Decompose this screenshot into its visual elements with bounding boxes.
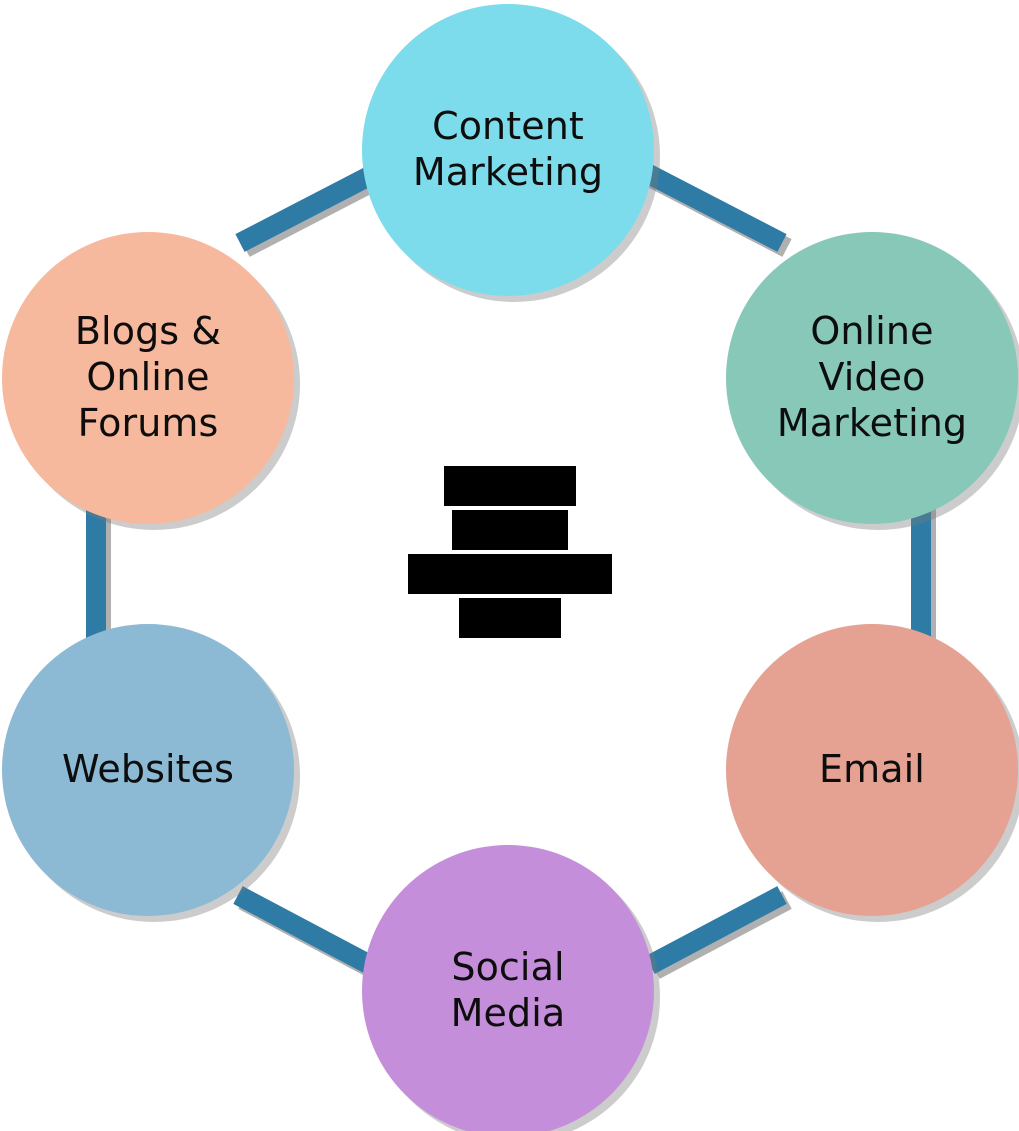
node-label-websites: Websites	[61, 747, 235, 792]
node-websites[interactable]: Websites	[2, 624, 294, 916]
node-content-marketing[interactable]: Content Marketing	[362, 4, 654, 296]
node-social-media[interactable]: Social Media	[362, 845, 654, 1131]
connector-social-to-websites	[233, 886, 375, 974]
node-label-online-video-marketing: Online Video Marketing	[776, 309, 968, 445]
node-blogs-online-forums[interactable]: Blogs & Online Forums	[2, 232, 294, 524]
connector-content-to-online-video	[636, 161, 787, 252]
connector-blogs-to-content	[235, 161, 386, 252]
center-title-line-2	[452, 510, 568, 550]
center-title-line-4	[459, 598, 561, 638]
node-online-video-marketing[interactable]: Online Video Marketing	[726, 232, 1018, 524]
node-label-email: Email	[819, 747, 925, 792]
center-title-redacted	[330, 466, 690, 638]
connector-email-to-social	[645, 886, 787, 974]
node-label-content-marketing: Content Marketing	[412, 104, 604, 194]
node-label-social-media: Social Media	[450, 945, 566, 1035]
node-label-blogs-online-forums: Blogs & Online Forums	[74, 309, 222, 445]
node-email[interactable]: Email	[726, 624, 1018, 916]
center-title-line-3	[408, 554, 612, 594]
center-title-line-1	[444, 466, 576, 506]
